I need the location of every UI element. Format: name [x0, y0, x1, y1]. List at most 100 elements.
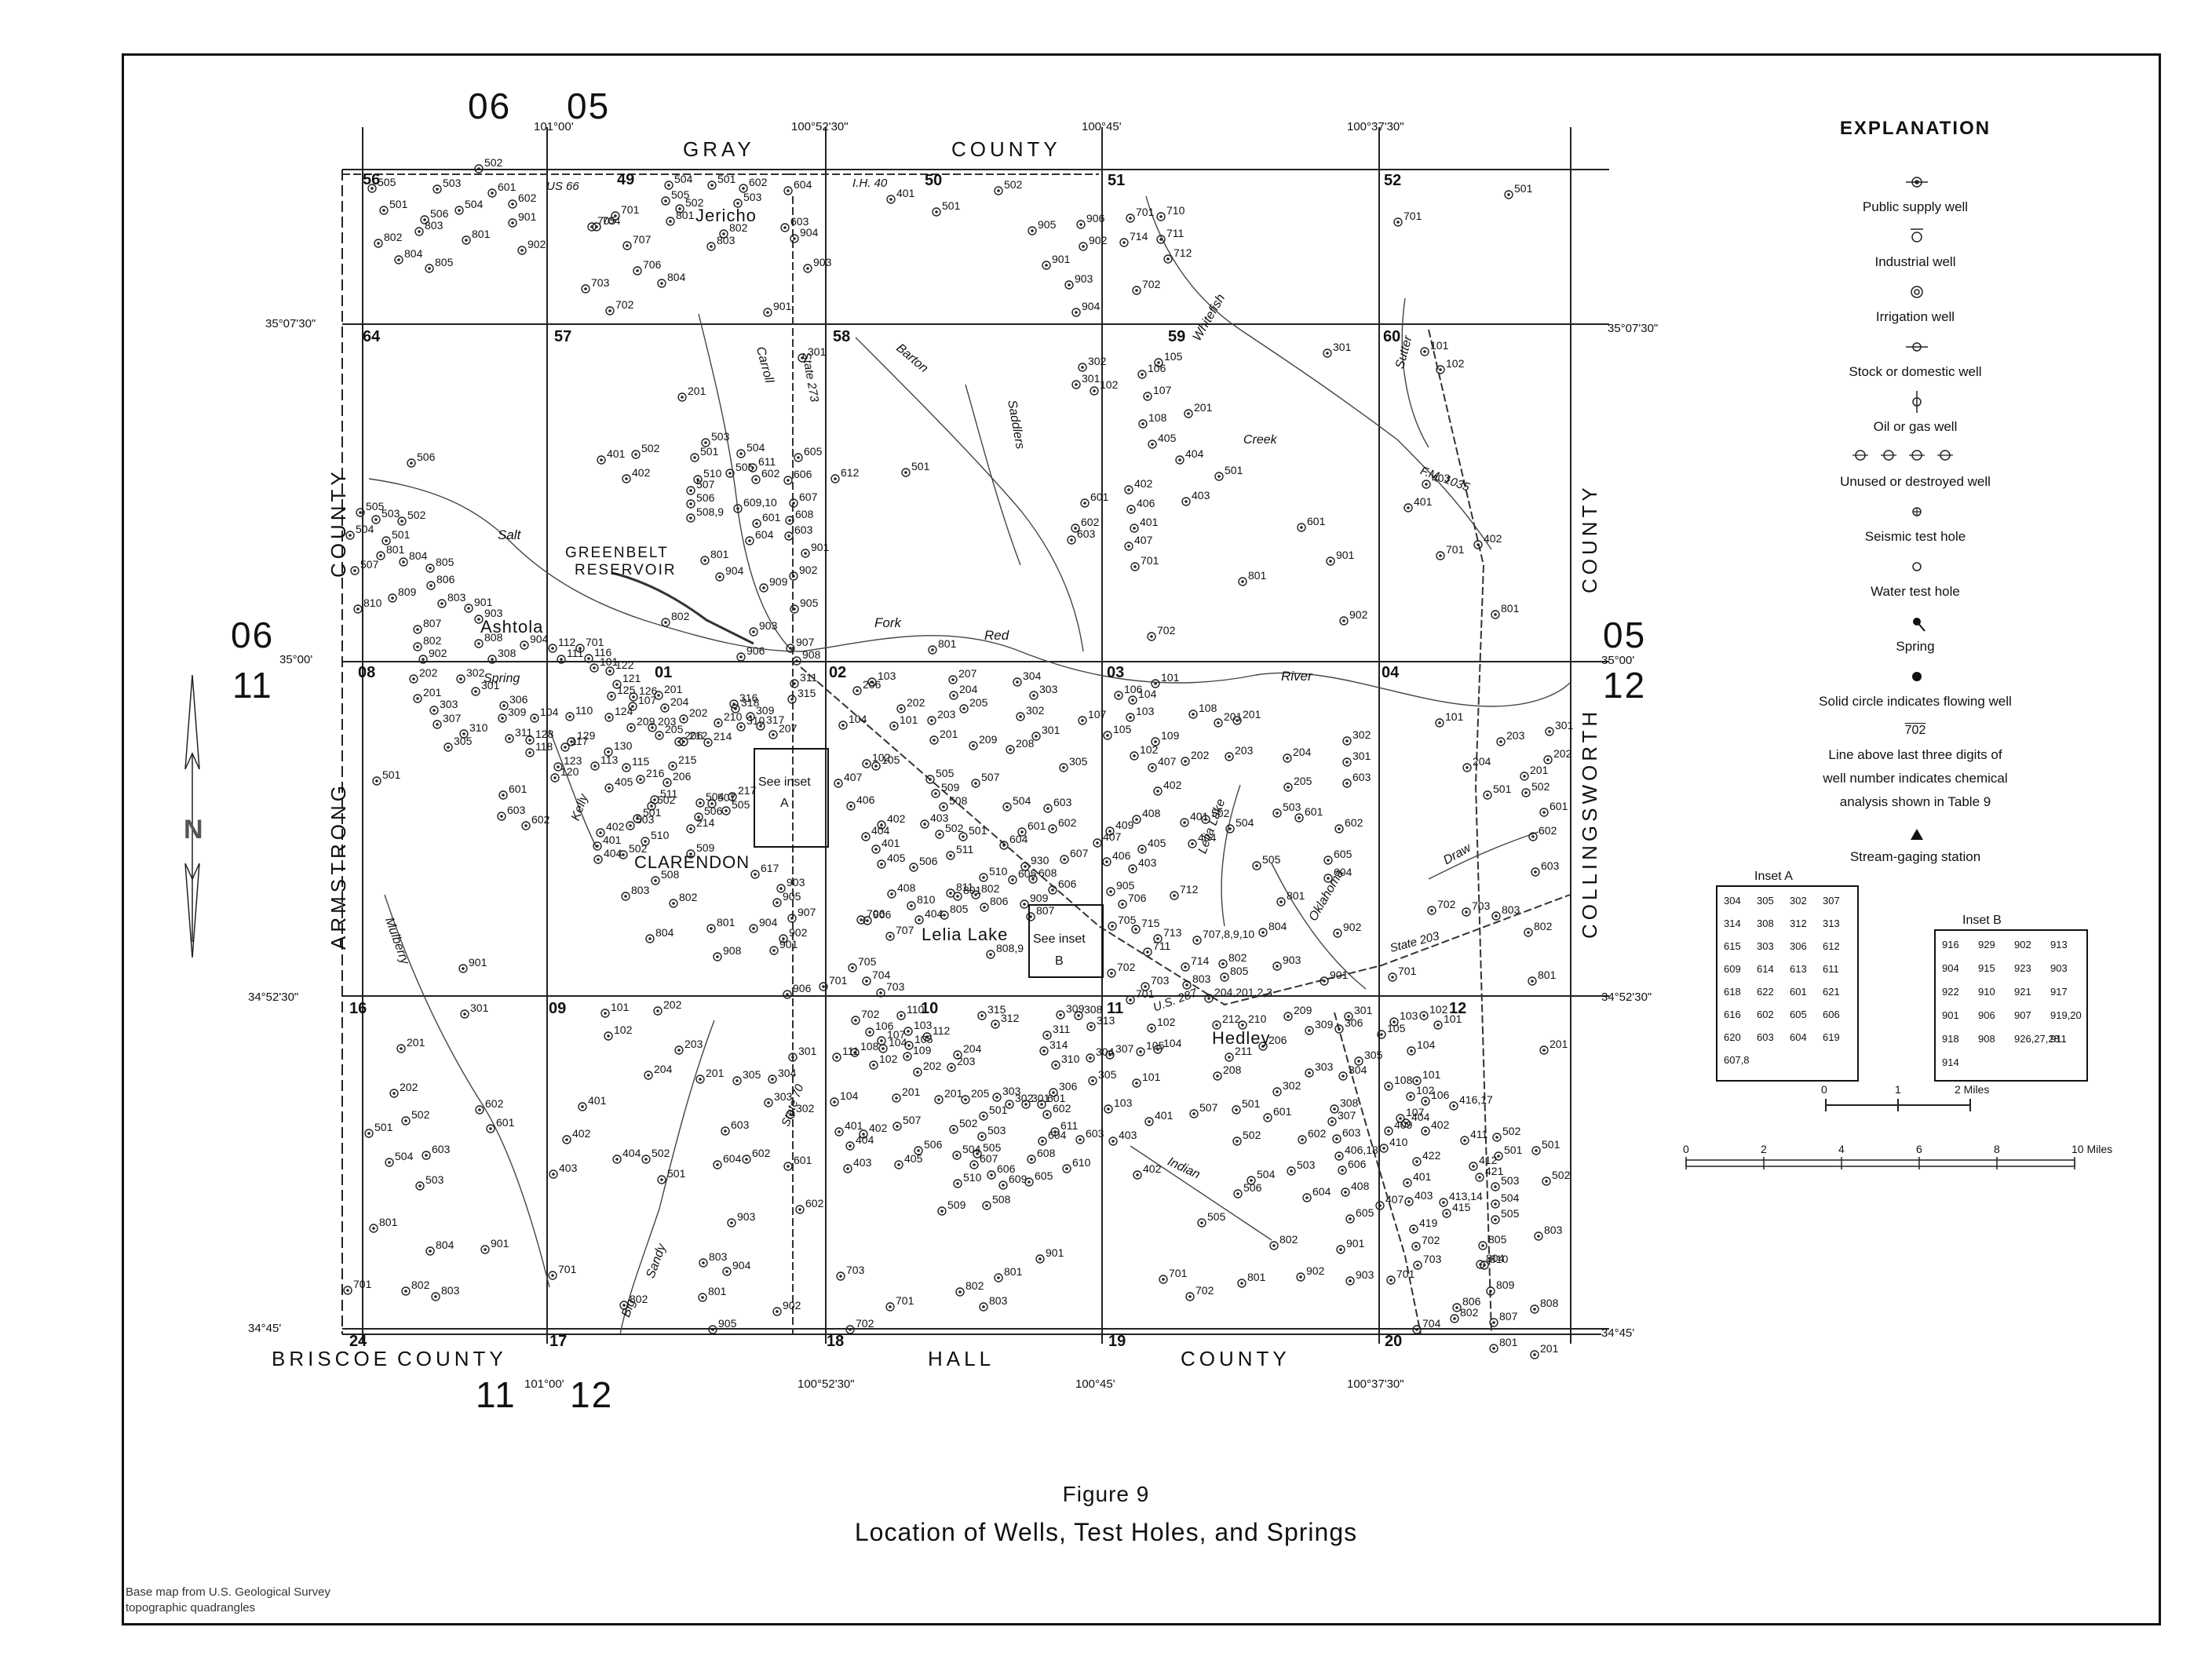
well-marker: 405 [877, 852, 906, 869]
well-number: 304 [778, 1067, 797, 1079]
well-number: 707 [633, 233, 652, 246]
well-marker: 206 [1258, 1034, 1287, 1051]
stream-line [549, 729, 597, 848]
well-number: 314 [1049, 1038, 1068, 1051]
well-marker: 905 [1028, 218, 1057, 235]
well-marker: 801 [462, 228, 491, 245]
well-number: 610 [1072, 1156, 1091, 1169]
well-number: 604 [1009, 833, 1028, 845]
well-marker: 806 [1452, 1295, 1481, 1312]
well-marker: 402 [1473, 532, 1502, 549]
well-marker: 403 [1181, 489, 1210, 506]
well-number: 601 [509, 783, 527, 795]
well-marker: 201 [654, 683, 683, 700]
well-number: 204 [963, 1042, 982, 1055]
well-number: 608 [1038, 867, 1057, 879]
well-number: 808 [484, 631, 503, 644]
stream-line [698, 313, 794, 652]
well-marker: 501 [690, 445, 719, 462]
well-number: 203 [1506, 729, 1525, 742]
well-marker: 804 [425, 1239, 454, 1256]
well-number: 318 [741, 696, 760, 709]
county-label: COUNTY [951, 137, 1061, 161]
well-marker: 606 [1048, 877, 1077, 895]
inset-well-number: 618 [1724, 986, 1741, 998]
well-number: 105 [1387, 1022, 1406, 1034]
inset-well-number: 916 [1942, 939, 1959, 950]
well-number: 312 [1001, 1012, 1020, 1024]
main-scale-label: 6 [1916, 1143, 1922, 1155]
well-marker: 402 [1133, 1162, 1162, 1180]
well-marker: 701 [548, 1263, 577, 1280]
well-marker: 905 [708, 1317, 737, 1334]
well-marker: 901 [1336, 1237, 1365, 1254]
well-marker: 802 [669, 891, 698, 908]
well-marker: 111 [557, 647, 583, 664]
well-number: 123 [564, 754, 582, 767]
well-number: 703 [1151, 974, 1170, 987]
well-marker: 601 [752, 511, 781, 528]
well-number: 807 [423, 617, 442, 629]
town-label-lelia-lake: Lelia Lake [922, 925, 1009, 944]
well-number: 801 [1248, 569, 1267, 582]
well-marker: 108 [1138, 411, 1167, 429]
well-marker: 402 [622, 466, 651, 483]
latitude-label: 34°52'30" [1601, 991, 1652, 1004]
well-marker: 601 [486, 1116, 515, 1133]
longitude-label: 100°52'30" [791, 120, 849, 133]
well-number: 501 [700, 445, 719, 458]
well-marker: 303 [429, 698, 458, 715]
well-marker: 405 [1137, 837, 1166, 854]
well-number: 805 [435, 256, 454, 268]
well-marker: 401 [578, 1094, 607, 1111]
well-marker: 901 [508, 210, 537, 228]
well-number: 501 [389, 198, 408, 210]
well-number: 122 [615, 659, 634, 671]
legend-label: Water test hole [1871, 584, 1960, 599]
well-number: 510 [989, 865, 1008, 877]
inset-well-number: 907 [2014, 1009, 2031, 1021]
well-marker: 804 [657, 271, 686, 288]
road-line [1334, 1012, 1422, 1335]
well-marker: 113 [590, 753, 619, 771]
well-number: 215 [678, 753, 697, 766]
well-number: 609 [1009, 1173, 1028, 1185]
well-number: 904 [725, 564, 744, 577]
well-number: 208 [1016, 737, 1035, 750]
well-marker: 507 [1189, 1101, 1218, 1118]
well-marker: 501 [1531, 1138, 1560, 1155]
well-number: 501 [1514, 182, 1533, 195]
well-number: 907 [798, 906, 816, 918]
well-marker: 308 [1330, 1096, 1359, 1114]
well-number: 706 [643, 258, 662, 271]
well-number: 408 [1351, 1180, 1370, 1192]
well-marker: 203 [648, 715, 677, 732]
well-marker: 804 [394, 247, 423, 265]
well-number: 502 [407, 509, 426, 521]
well-number: 605 [1035, 1169, 1053, 1182]
longitude-label: 100°37'30" [1347, 1377, 1404, 1391]
well-marker: 106 [1421, 1089, 1450, 1106]
well-marker: 908 [713, 944, 742, 961]
well-marker: 401 [593, 834, 622, 851]
well-number: 210 [1248, 1012, 1267, 1025]
well-number: 407 [1134, 534, 1153, 546]
stream-label: River [1281, 669, 1312, 684]
inset-well-number: 601 [1790, 986, 1807, 998]
well-marker: 402 [1124, 477, 1153, 494]
well-marker: 905 [790, 597, 819, 614]
well-marker: 502 [1232, 1129, 1261, 1146]
well-number: 201 [1549, 1038, 1568, 1050]
well-number: 405 [887, 852, 906, 864]
well-number: 101 [1445, 710, 1464, 723]
well-number: 404 [1198, 831, 1217, 844]
well-marker: 317 [756, 713, 785, 731]
well-number: 606 [1348, 1158, 1367, 1170]
inset-well-number: 614 [1757, 963, 1774, 975]
well-number: 605 [1018, 867, 1037, 880]
stream-label: Fork [874, 615, 901, 630]
well-number: 511 [660, 787, 678, 800]
well-marker: 906 [1076, 212, 1105, 229]
well-marker: 701 [1130, 554, 1159, 571]
well-marker: 312 [991, 1012, 1020, 1029]
